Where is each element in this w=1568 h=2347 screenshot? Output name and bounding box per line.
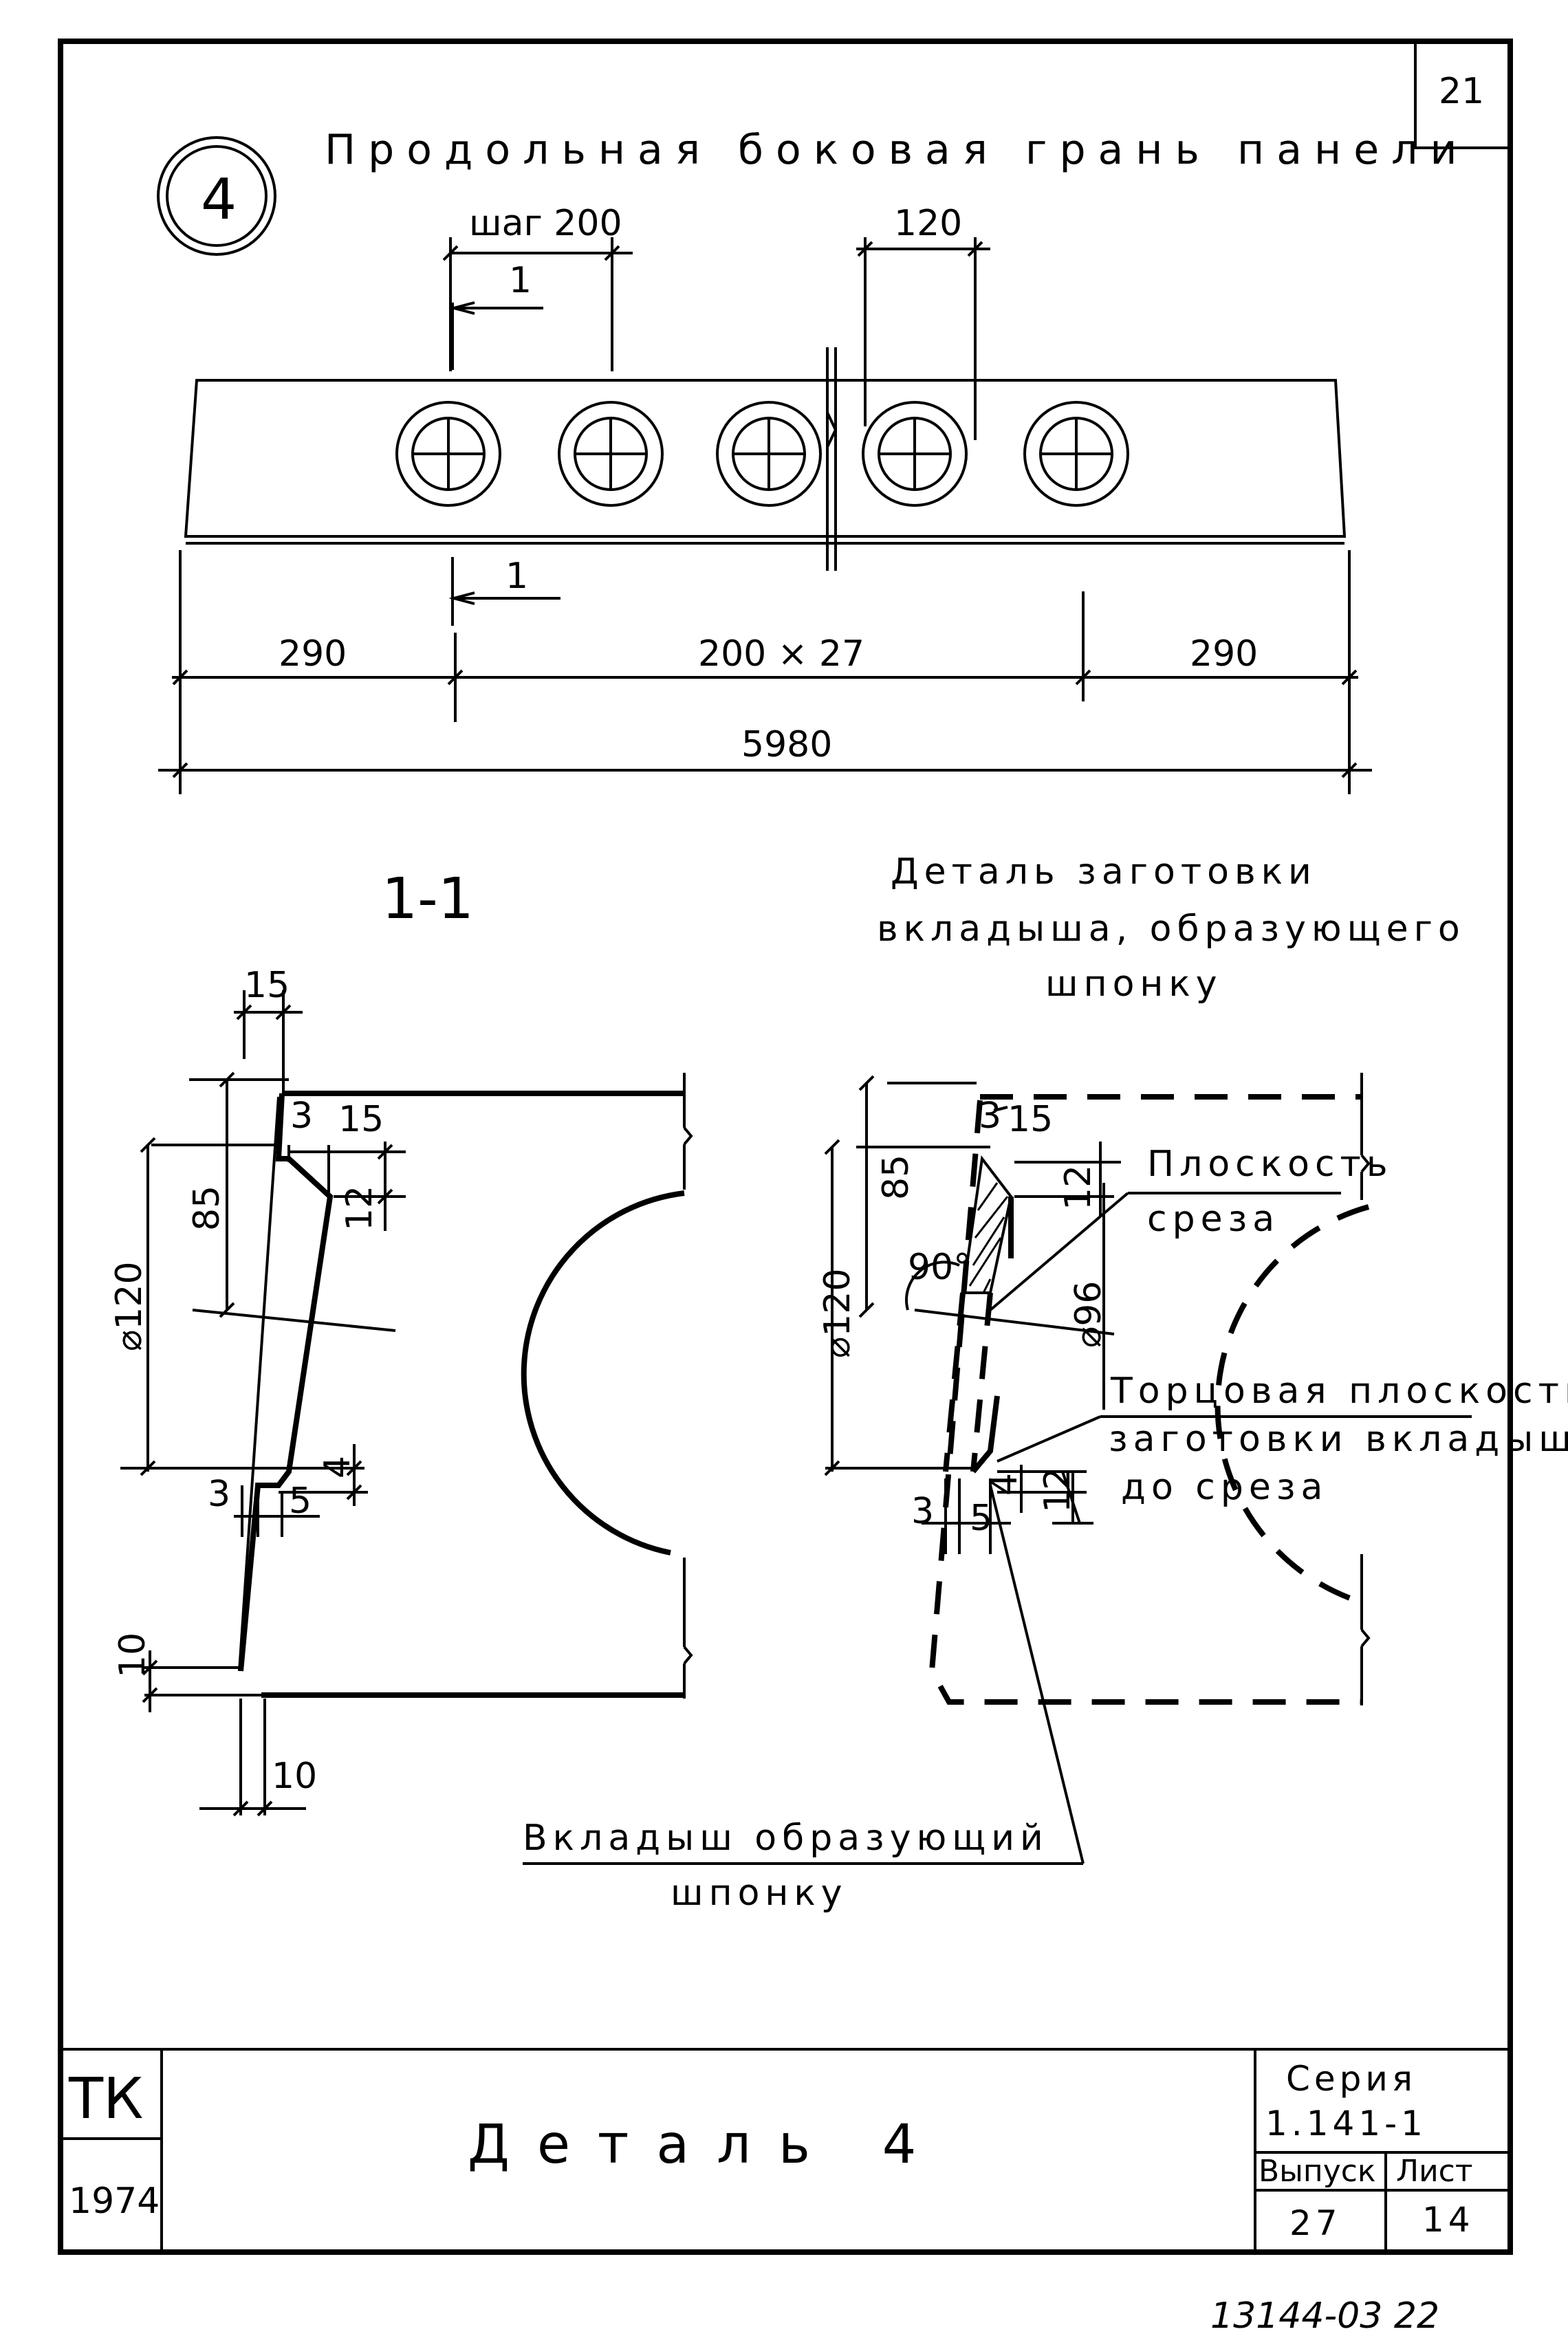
section-label: 1-1: [382, 866, 474, 932]
end-plane-line-3: до среза: [1121, 1467, 1328, 1508]
sec-dim-15: 15: [338, 1099, 384, 1140]
sec-dim-3-bottom: 3: [208, 1474, 230, 1515]
insert-note: Вкладыш образующий шпонку: [523, 1485, 1085, 1914]
blank-dim-120: ⌀120: [817, 1268, 858, 1358]
sec-dim-3: 3: [290, 1095, 313, 1137]
hole-width-label: 120: [894, 203, 962, 244]
cut-mark-top-label: 1: [509, 260, 532, 301]
detail-circle-number: 4: [201, 167, 237, 232]
panel-elevation: [184, 347, 1347, 571]
blank-dim-96: ⌀96: [1068, 1281, 1109, 1348]
stamp-series-label: Серия: [1286, 2059, 1417, 2099]
step-label: шаг 200: [469, 203, 622, 244]
cut-mark-bottom: 1: [448, 556, 560, 626]
insert-line-1: Вкладыш образующий: [523, 1817, 1049, 1859]
sec-dim-10-side: 10: [112, 1633, 153, 1678]
blank-dim-90: 90°: [908, 1247, 971, 1288]
blank-detail-title: Деталь заготовки вкладыша, образующего ш…: [877, 851, 1466, 1005]
cut-mark-bottom-label: 1: [505, 556, 528, 597]
step-dimension: шаг 200: [442, 203, 633, 371]
dim-right: 290: [1190, 633, 1258, 675]
main-title: Продольная боковая грань панели: [325, 126, 1469, 174]
sec-dim-10-bottom: 10: [272, 1756, 317, 1797]
dim-total: 5980: [741, 724, 832, 765]
blank-detail: 90° 85 3 15 12 ⌀96 ⌀120 3 5 4 12: [817, 1073, 1371, 1705]
hole: [395, 401, 501, 507]
cut-plane-line-2: среза: [1147, 1199, 1280, 1240]
blank-dim-4: 4: [984, 1473, 1025, 1496]
sec-dim-15-top: 15: [244, 965, 290, 1006]
section-1-1: 15 3 15 85 12 ⌀120 4 3 5: [109, 965, 693, 1817]
stamp-sheet-label: Лист: [1396, 2154, 1473, 2189]
detail-title-line-2: вкладыша, образующего: [877, 908, 1466, 950]
stamp-issue-value: 27: [1289, 2203, 1342, 2243]
stamp-year: 1974: [69, 2181, 160, 2222]
sec-dim-85: 85: [186, 1186, 228, 1231]
archive-number: 13144-03 22: [1210, 2295, 1439, 2337]
sheet-number-box: [1414, 41, 1510, 149]
blank-dim-12-bottom: 12: [1037, 1467, 1078, 1513]
length-dimensions: 290 200 × 27 290 5980: [158, 550, 1372, 794]
sec-dim-5: 5: [289, 1481, 312, 1522]
sec-dim-12: 12: [339, 1186, 380, 1231]
dim-middle: 200 × 27: [698, 633, 864, 675]
sheet-number: 21: [1439, 71, 1484, 112]
sheet-frame: [58, 39, 1513, 2255]
end-plane-line-2: заготовки вкладыша: [1109, 1419, 1568, 1460]
hole: [558, 401, 664, 507]
hole: [716, 401, 822, 507]
stamp-org: ТК: [68, 2066, 143, 2132]
end-plane-note: Торцовая плоскость заготовки вкладыша до…: [997, 1371, 1568, 1508]
blank-dim-85: 85: [875, 1155, 917, 1200]
blank-dim-3-bottom: 3: [911, 1491, 934, 1532]
sec-dim-4: 4: [317, 1456, 358, 1478]
hole: [862, 401, 968, 507]
stamp-sheet-value: 14: [1422, 2200, 1474, 2240]
hole: [1023, 401, 1129, 507]
stamp-title: Деталь 4: [468, 2114, 944, 2176]
title-block: ТК 1974 Деталь 4 Серия 1.141-1 Выпуск 27…: [61, 2048, 1510, 2252]
insert-line-2: шпонку: [671, 1873, 848, 1914]
blank-dim-15: 15: [1008, 1099, 1053, 1140]
cut-plane-line-1: Плоскость: [1147, 1144, 1393, 1185]
blank-dim-5: 5: [970, 1498, 992, 1539]
cut-plane-note: Плоскость среза: [989, 1144, 1393, 1311]
detail-title-line-1: Деталь заготовки: [891, 851, 1317, 893]
stamp-issue-label: Выпуск: [1259, 2154, 1376, 2189]
end-plane-line-1: Торцовая плоскость: [1110, 1371, 1568, 1412]
stamp-series-value: 1.141-1: [1265, 2104, 1427, 2143]
hole-width-dimension: 120: [856, 203, 990, 440]
detail-title-line-3: шпонку: [1045, 963, 1223, 1005]
dim-left: 290: [279, 633, 347, 675]
sec-dim-120: ⌀120: [109, 1261, 150, 1351]
panel-holes: [395, 401, 1129, 507]
detail-circle: [157, 136, 276, 256]
cut-mark-top: 1: [448, 260, 543, 370]
blank-dim-3: 3: [979, 1095, 1001, 1137]
blank-dim-12-top: 12: [1058, 1165, 1099, 1210]
